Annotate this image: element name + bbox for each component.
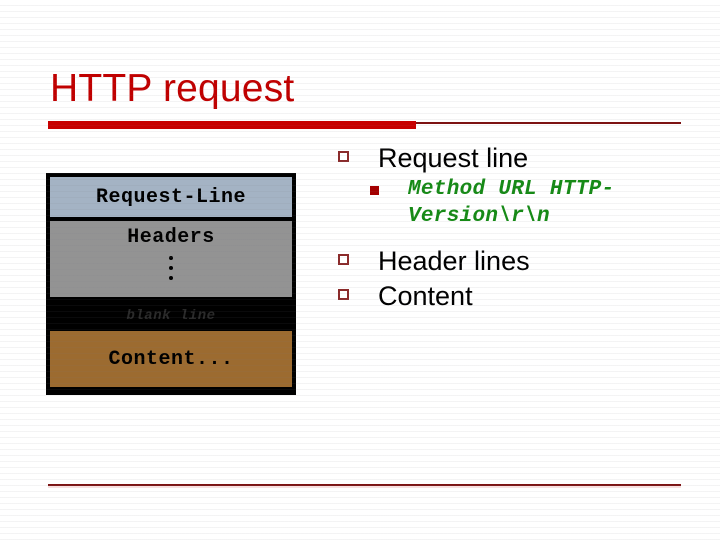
bullet-item-content-label: Content (378, 280, 473, 311)
bullet-item-header-lines: Header lines (336, 245, 706, 278)
title-accent-bar (48, 121, 416, 129)
diagram-row-request-line: Request-Line (50, 177, 292, 221)
page-title: HTTP request (50, 67, 295, 110)
diagram-row-headers: Headers (50, 221, 292, 301)
diagram-row-headers-label: Headers (127, 226, 215, 249)
bullet-item-header-lines-label: Header lines (378, 245, 530, 276)
bullet-item-request-line-syntax: Method URL HTTP-Version\r\n (336, 177, 706, 231)
bullet-item-request-line: Request line (336, 142, 706, 175)
diagram-row-content-label: Content... (108, 347, 234, 371)
footer-rule (48, 484, 681, 486)
bullet-item-request-line-label: Request line (378, 143, 529, 173)
filled-square-bullet-icon (370, 185, 379, 195)
bullet-item-request-line-syntax-label: Method URL HTTP-Version\r\n (408, 177, 615, 228)
hollow-square-bullet-icon (338, 288, 349, 300)
diagram-row-blank-line: blank line (50, 301, 292, 331)
title-accent-rule (416, 122, 681, 124)
footer-rule-shadow (48, 486, 681, 488)
hollow-square-bullet-icon (338, 151, 349, 162)
hollow-square-bullet-icon (338, 253, 349, 265)
diagram-row-request-line-label: Request-Line (95, 185, 247, 209)
vertical-ellipsis-icon (169, 256, 173, 280)
bullet-item-content: Content (336, 280, 706, 313)
http-request-structure-diagram: Request-Line Headers blank line Content.… (46, 173, 296, 395)
diagram-row-blank-line-label: blank line (126, 308, 216, 324)
diagram-row-content: Content... (50, 331, 292, 387)
bullet-spacer (336, 231, 706, 245)
bullet-list: Request line Method URL HTTP-Version\r\n… (336, 142, 706, 315)
